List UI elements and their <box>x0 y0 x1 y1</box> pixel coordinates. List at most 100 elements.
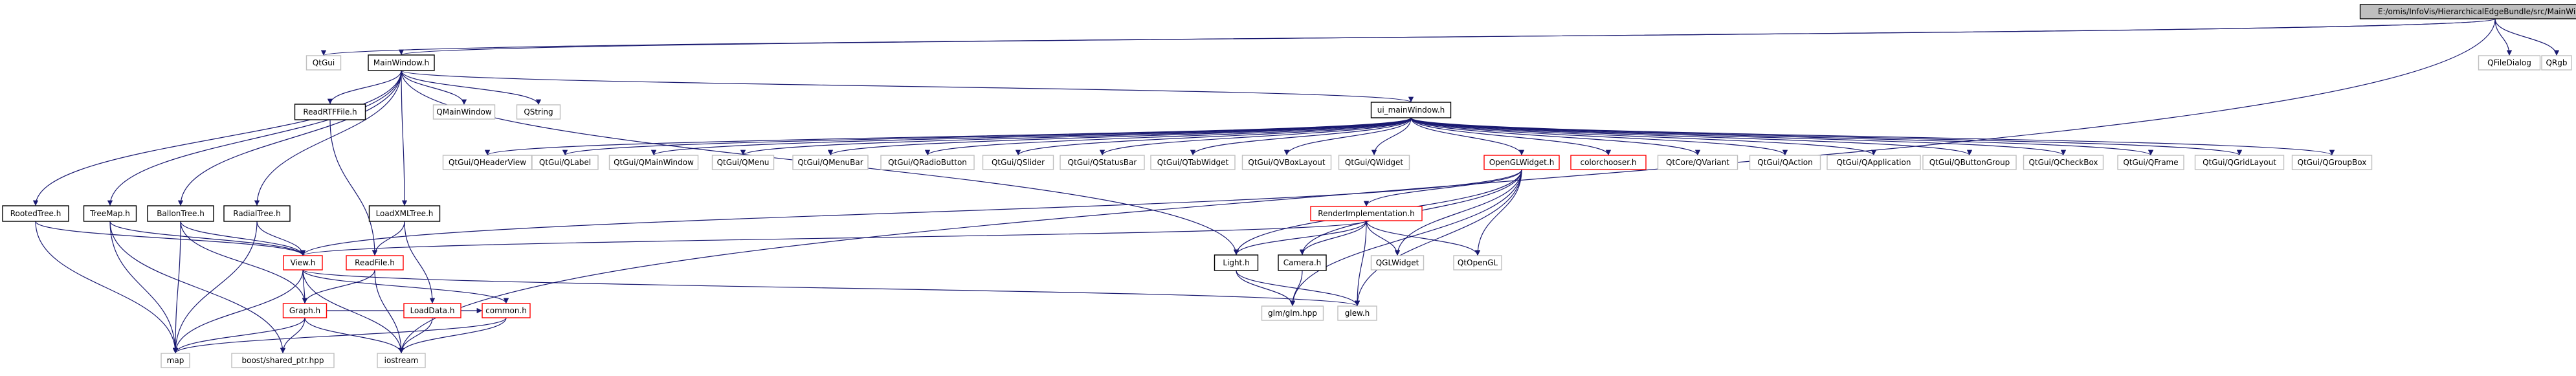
node-ui-mainwindow-h[interactable]: ui_mainWindow.h <box>1370 102 1452 118</box>
node-qtgui: QtGui <box>305 55 342 71</box>
node-label: LoadData.h <box>410 306 455 315</box>
node-box <box>1370 102 1452 118</box>
include-edge <box>1283 117 1412 156</box>
node-box <box>1241 155 1332 170</box>
node-box <box>1749 155 1821 170</box>
node-readfile-h[interactable]: ReadFile.h <box>346 255 404 271</box>
node-rootedtree-h[interactable]: RootedTree.h <box>2 205 69 222</box>
node-qtgui-qbuttongroup: QtGui/QButtonGroup <box>1922 155 2017 170</box>
node-graph-h[interactable]: Graph.h <box>282 303 328 318</box>
node-box <box>1060 155 1145 170</box>
include-edge <box>172 317 305 354</box>
node-balloontree-h[interactable]: BallonTree.h <box>147 205 214 222</box>
include-edge <box>280 317 305 354</box>
node-box <box>792 155 869 170</box>
node-label: QtGui/QSlider <box>992 158 1045 167</box>
node-label: ReadRTFFile.h <box>303 107 357 116</box>
node-box <box>161 353 190 368</box>
node-label: QtCore/QVariant <box>1666 158 1729 167</box>
include-edge <box>1394 169 1522 256</box>
node-mainwindow-h[interactable]: MainWindow.h <box>368 54 435 71</box>
node-camera-h[interactable]: Camera.h <box>1278 254 1327 271</box>
node-box <box>368 54 435 71</box>
node-layer: E:/omis/InfoVis/HierarchicalEdgeBundle/s… <box>2 4 2576 368</box>
node-renderimplementation-h[interactable]: RenderImplementation.h <box>1310 206 1423 221</box>
node-label: colorchooser.h <box>1580 158 1636 167</box>
include-edge <box>1236 270 1296 307</box>
include-edge <box>302 269 509 304</box>
node-qtgui-qapplication: QtGui/QApplication <box>1827 155 1921 170</box>
node-treemap-h[interactable]: TreeMap.h <box>83 205 137 222</box>
include-edge <box>109 221 286 354</box>
node-box <box>1337 305 1377 321</box>
node-root[interactable]: E:/omis/InfoVis/HierarchicalEdgeBundle/s… <box>2359 4 2576 19</box>
node-label: OpenGLWidget.h <box>1489 158 1555 167</box>
node-view-h[interactable]: View.h <box>283 255 323 271</box>
node-box <box>1338 155 1410 170</box>
node-label: RootedTree.h <box>10 209 61 218</box>
node-label: QtGui/QTabWidget <box>1157 158 1229 167</box>
include-edge <box>1099 117 1412 156</box>
node-box <box>283 255 323 271</box>
node-light-h[interactable]: Light.h <box>1214 254 1259 271</box>
node-label: glew.h <box>1345 309 1370 318</box>
node-label: QMainWindow <box>436 107 492 116</box>
include-edge <box>401 70 467 105</box>
include-edge <box>1410 117 1612 156</box>
include-edge <box>1366 220 1401 256</box>
node-label: QtGui/QRadioButton <box>888 158 967 167</box>
include-edge <box>35 221 179 354</box>
node-box <box>368 205 441 222</box>
edge-layer <box>32 18 2560 354</box>
node-box <box>1922 155 2017 170</box>
include-edge <box>651 117 1412 156</box>
node-label: Graph.h <box>289 306 320 315</box>
include-edge <box>300 169 1522 256</box>
node-qtgui-qcheckbox: QtGui/QCheckBox <box>2023 155 2104 170</box>
include-edge <box>740 117 1412 156</box>
node-label: QFileDialog <box>2487 58 2531 67</box>
node-label: QtGui/QAction <box>1757 158 1812 167</box>
node-box <box>2478 55 2541 71</box>
node-box <box>2359 4 2576 19</box>
node-box <box>2023 155 2104 170</box>
node-box <box>1570 155 1647 170</box>
node-box <box>2 205 69 222</box>
include-edge <box>1190 117 1412 156</box>
node-box <box>1214 254 1259 271</box>
node-openglwidget-h[interactable]: OpenGLWidget.h <box>1483 155 1560 170</box>
node-label: QtGui/QMainWindow <box>614 158 694 167</box>
node-common-h[interactable]: common.h <box>482 303 531 318</box>
node-qrgb: QRgb <box>2541 55 2572 71</box>
node-glew-h: glew.h <box>1337 305 1377 321</box>
node-qtgui-qtabwidget: QtGui/QTabWidget <box>1150 155 1236 170</box>
node-box <box>305 55 342 71</box>
node-box <box>1657 155 1738 170</box>
node-readrtffile-h[interactable]: ReadRTFFile.h <box>294 104 366 120</box>
node-label: QtGui/QCheckBox <box>2028 158 2098 167</box>
node-loaddata-h[interactable]: LoadData.h <box>403 303 461 318</box>
node-box <box>516 104 561 120</box>
include-edge <box>302 269 375 304</box>
node-box <box>1453 255 1502 271</box>
node-label: View.h <box>291 258 316 267</box>
node-label: TreeMap.h <box>89 209 130 218</box>
node-box <box>2117 155 2184 170</box>
include-edge <box>1289 270 1303 307</box>
node-box <box>282 303 328 318</box>
include-edge <box>1474 169 1522 256</box>
node-colorchooser-h[interactable]: colorchooser.h <box>1570 155 1647 170</box>
node-box <box>1150 155 1236 170</box>
include-edge <box>180 221 306 256</box>
node-qtopengl: QtOpenGL <box>1453 255 1502 271</box>
node-label: QtGui/QWidget <box>1345 158 1403 167</box>
node-label: boost/shared_ptr.hpp <box>242 356 324 365</box>
node-label: QtGui/QButtonGroup <box>1929 158 2010 167</box>
node-label: QtGui/QHeaderView <box>449 158 526 167</box>
node-loadxmltree-h[interactable]: LoadXMLTree.h <box>368 205 441 222</box>
include-edge <box>172 221 181 354</box>
node-radialtree-h[interactable]: RadialTree.h <box>223 205 291 222</box>
include-edge <box>1233 220 1367 256</box>
node-label: QString <box>524 107 553 116</box>
